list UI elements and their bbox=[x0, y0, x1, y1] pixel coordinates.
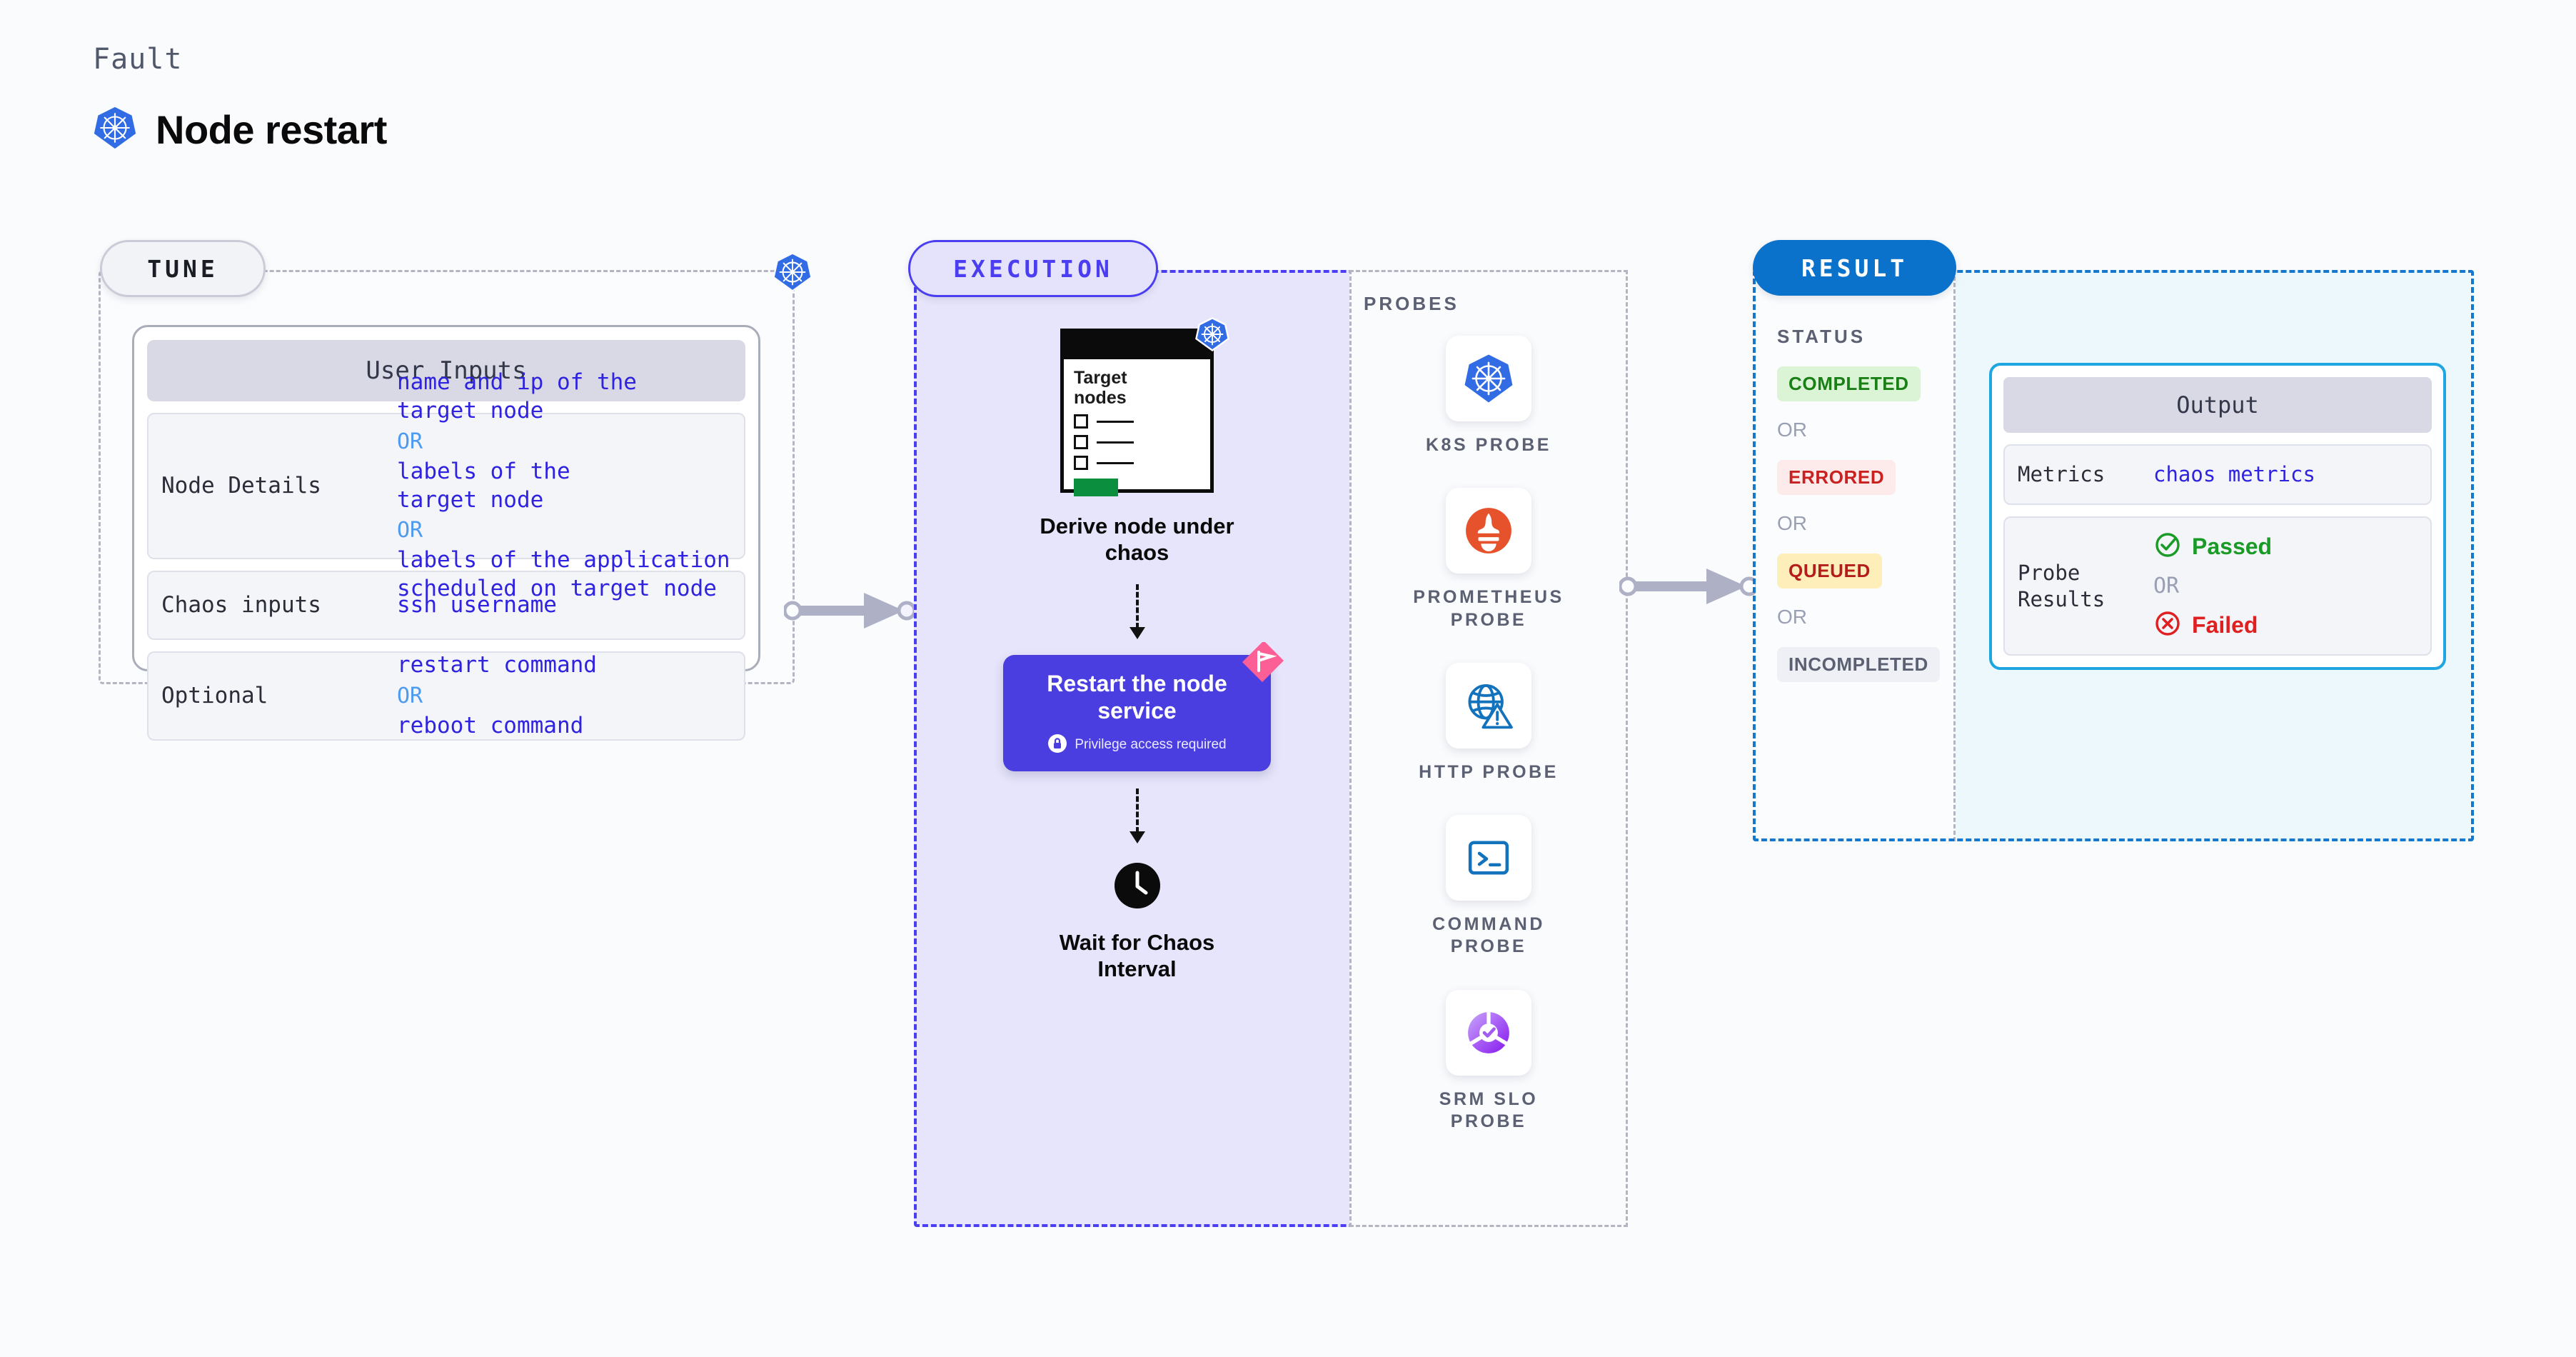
kubernetes-icon bbox=[1446, 336, 1531, 421]
probe-item-prometheus[interactable]: PROMETHEUS PROBE bbox=[1389, 488, 1589, 631]
input-row-chaos-inputs: Chaos inputs ssh username bbox=[147, 571, 745, 640]
failed-label: Failed bbox=[2192, 612, 2258, 638]
status-badge-completed: COMPLETED bbox=[1777, 366, 1921, 401]
status-separator: OR bbox=[1777, 419, 1807, 441]
result-status-column: STATUS COMPLETED OR ERRORED OR QUEUED OR… bbox=[1756, 270, 1956, 841]
prometheus-icon bbox=[1446, 488, 1531, 574]
probe-label: COMMAND PROBE bbox=[1432, 914, 1545, 957]
input-row-key: Optional bbox=[161, 683, 268, 709]
probe-label: K8S PROBE bbox=[1426, 435, 1551, 455]
clock-icon bbox=[1114, 862, 1161, 909]
input-value: restart command bbox=[397, 652, 597, 678]
output-row-probe-results: Probe Results Passed OR bbox=[2003, 516, 2432, 656]
kubernetes-icon bbox=[1195, 317, 1229, 355]
input-value: labels of the target node bbox=[397, 458, 570, 513]
input-separator: OR bbox=[397, 429, 423, 454]
probes-label: PROBES bbox=[1364, 293, 1459, 314]
input-value: reboot command bbox=[397, 713, 584, 738]
probe-result-passed: Passed bbox=[2153, 531, 2417, 563]
user-inputs-card: User Inputs Node Details name and ip of … bbox=[132, 325, 760, 741]
kubernetes-icon bbox=[93, 106, 137, 154]
output-row-metrics: Metrics chaos metrics bbox=[2003, 444, 2432, 505]
target-doc-title: Target nodes bbox=[1074, 368, 1127, 408]
tune-to-execution-arrow bbox=[783, 586, 920, 639]
probe-item-command[interactable]: COMMAND PROBE bbox=[1389, 815, 1589, 958]
input-row-key: Chaos inputs bbox=[161, 592, 321, 619]
status-badge-errored: ERRORED bbox=[1777, 460, 1896, 495]
fault-label: Fault bbox=[93, 43, 183, 76]
output-row-key: Metrics bbox=[2018, 462, 2105, 487]
output-row-key: Probe Results bbox=[2018, 561, 2105, 611]
title-row: Node restart bbox=[93, 106, 387, 154]
probe-result-failed: Failed bbox=[2153, 609, 2417, 641]
flag-ribbon-icon bbox=[1239, 641, 1284, 685]
globe-warning-icon bbox=[1446, 662, 1531, 748]
input-row-values: restart command OR reboot command bbox=[397, 651, 731, 740]
privilege-label: Privilege access required bbox=[1075, 737, 1227, 753]
status-separator: OR bbox=[1777, 606, 1807, 628]
probes-list: K8S PROBE PROMETHEUS PROBE bbox=[1349, 336, 1628, 1133]
input-row-node-details: Node Details name and ip of the target n… bbox=[147, 369, 745, 601]
input-separator: OR bbox=[397, 683, 423, 708]
input-value: ssh username bbox=[397, 591, 557, 618]
input-row-optional: Optional restart command OR reboot comma… bbox=[147, 651, 745, 741]
output-header: Output bbox=[2003, 377, 2432, 433]
restart-node-service-card[interactable]: Restart the node service Privilege acces… bbox=[1003, 641, 1284, 771]
input-row-values: name and ip of the target node OR labels… bbox=[397, 369, 731, 603]
terminal-icon bbox=[1446, 815, 1531, 901]
probe-label: HTTP PROBE bbox=[1419, 761, 1559, 782]
probe-label: SRM SLO PROBE bbox=[1439, 1088, 1539, 1131]
x-circle-icon bbox=[2153, 609, 2182, 641]
status-label: STATUS bbox=[1777, 326, 1866, 347]
target-nodes-document-icon: Target nodes bbox=[1060, 317, 1229, 496]
input-value: labels of the application scheduled on t… bbox=[397, 547, 730, 601]
lock-icon bbox=[1047, 733, 1067, 757]
input-value: name and ip of the target node bbox=[397, 369, 637, 424]
status-badge-incompleted: INCOMPLETED bbox=[1777, 647, 1940, 682]
flow-arrow-down-icon bbox=[1129, 584, 1145, 640]
status-badge-queued: QUEUED bbox=[1777, 554, 1882, 589]
probe-item-k8s[interactable]: K8S PROBE bbox=[1389, 336, 1589, 456]
page-header: Fault Node restart bbox=[93, 43, 387, 154]
srm-slo-donut-icon bbox=[1446, 989, 1531, 1076]
output-row-values: Passed OR Failed bbox=[2153, 531, 2417, 641]
section-pill-execution[interactable]: EXECUTION bbox=[908, 240, 1158, 297]
privilege-row: Privilege access required bbox=[1016, 733, 1258, 757]
status-separator: OR bbox=[1777, 512, 1807, 534]
output-card: Output Metrics chaos metrics Probe Resul… bbox=[1989, 363, 2446, 670]
input-row-values: ssh username bbox=[397, 591, 731, 620]
input-row-key: Node Details bbox=[161, 473, 321, 499]
probe-result-separator: OR bbox=[2153, 574, 2180, 599]
step-caption-wait-chaos-interval: Wait for Chaos Interval bbox=[1059, 929, 1215, 982]
probe-label: PROMETHEUS PROBE bbox=[1413, 587, 1564, 630]
step-caption-derive-node: Derive node under chaos bbox=[1040, 514, 1234, 566]
section-pill-result[interactable]: RESULT bbox=[1753, 240, 1956, 296]
input-separator: OR bbox=[397, 518, 423, 544]
output-row-values: chaos metrics bbox=[2153, 461, 2417, 488]
metrics-value: chaos metrics bbox=[2153, 461, 2315, 486]
section-pill-tune[interactable]: TUNE bbox=[100, 240, 266, 297]
flow-arrow-down-icon bbox=[1129, 788, 1145, 843]
result-panel bbox=[1753, 270, 2474, 841]
check-circle-icon bbox=[2153, 531, 2182, 563]
probe-item-http[interactable]: HTTP PROBE bbox=[1389, 662, 1589, 783]
probe-item-srm-slo[interactable]: SRM SLO PROBE bbox=[1389, 989, 1589, 1133]
kubernetes-icon bbox=[773, 252, 812, 296]
passed-label: Passed bbox=[2192, 534, 2273, 559]
page-title: Node restart bbox=[156, 107, 387, 152]
execution-to-result-arrow bbox=[1618, 561, 1762, 615]
user-inputs-header: User Inputs bbox=[147, 340, 745, 401]
execution-flow: Target nodes Derive node unde bbox=[928, 286, 1346, 1214]
restart-card-title: Restart the node service bbox=[1047, 671, 1227, 724]
